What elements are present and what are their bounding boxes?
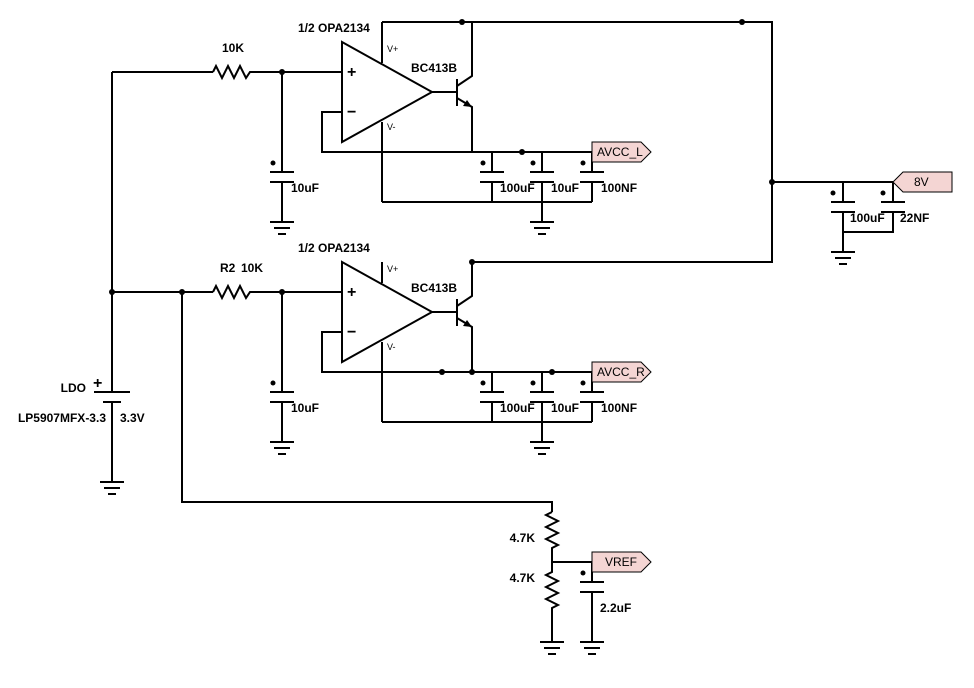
ground-symbol	[530, 441, 554, 455]
polarity-dot	[830, 190, 836, 196]
out-cap-bottom-1-value: 100uF	[500, 401, 535, 415]
polarity-dot	[580, 160, 586, 166]
filter-cap-bottom-value: 10uF	[291, 401, 319, 415]
caps-8v-wires	[842, 182, 894, 252]
junction-dot	[469, 369, 475, 375]
ground-symbol	[270, 221, 294, 235]
polarity-dot	[530, 380, 536, 386]
polarity-dot	[480, 160, 486, 166]
polarity-dot	[880, 190, 886, 196]
out-cap-bottom-2-value: 10uF	[551, 401, 579, 415]
resistor-top-value: 10K	[222, 41, 244, 55]
out-cap-top-3-value: 100NF	[601, 181, 637, 195]
ground-symbol	[831, 251, 855, 265]
out-cap-top-1-value: 100uF	[500, 181, 535, 195]
opamp-bottom-label: 1/2 OPA2134	[298, 241, 370, 255]
opamp-bottom	[341, 260, 435, 364]
ground-symbol	[530, 221, 554, 235]
resistor-div-top-value: 4.7K	[510, 531, 536, 545]
vref-cap-value: 2.2uF	[600, 601, 631, 615]
resistor-div-bottom	[543, 562, 561, 642]
ldo-part-label: LP5907MFX-3.3	[18, 411, 106, 425]
transistor-top-label: BC413B	[411, 61, 457, 75]
polarity-dot	[530, 160, 536, 166]
left-rail-wire	[111, 71, 213, 392]
net-tag-avcc-r	[591, 361, 652, 383]
polarity-dot	[270, 160, 276, 166]
net-tag-8v	[892, 171, 953, 193]
junction-dot	[439, 369, 445, 375]
ground-symbol	[270, 441, 294, 455]
junction-dot	[519, 149, 525, 155]
ground-symbol	[540, 641, 564, 655]
ground-symbol	[580, 641, 604, 655]
polarity-dot	[480, 380, 486, 386]
transistor-top-collector	[456, 22, 473, 87]
transistor-top-arrow	[463, 100, 472, 107]
resistor-top	[212, 63, 342, 81]
opamp-top-plus: +	[347, 64, 356, 81]
ldo-name-label: LDO	[61, 381, 86, 395]
polarity-dot	[580, 380, 586, 386]
opamp-top-minus: −	[347, 104, 356, 121]
opamp-top-vplus: V+	[387, 44, 398, 54]
opamp-top	[341, 40, 435, 144]
net-tag-avcc-l-label: AVCC_L	[597, 145, 643, 159]
transistor-bottom-collector	[456, 262, 473, 307]
opamp-bottom-plus: +	[347, 284, 356, 301]
resistor-bottom-ref: R2	[220, 261, 236, 275]
channel-top: 10K 10uF + − 1/2 OPA2134 V+ V- BC413B	[212, 21, 652, 235]
resistor-bottom	[212, 283, 342, 301]
net-tag-vref-label: VREF	[605, 555, 637, 569]
cap-8v-2-value: 22NF	[900, 211, 929, 225]
opamp-top-label: 1/2 OPA2134	[298, 21, 370, 35]
polarity-dot	[270, 380, 276, 386]
transistor-bottom-label: BC413B	[411, 281, 457, 295]
filter-cap-top-value: 10uF	[291, 181, 319, 195]
resistor-div-bottom-value: 4.7K	[510, 571, 536, 585]
supply-8v-section: 100uF 22NF 8V	[382, 19, 953, 276]
net-tag-8v-label: 8V	[914, 175, 929, 189]
feedback-bottom-wire	[321, 331, 472, 373]
opamp-top-vminus: V-	[387, 122, 396, 132]
junction-dot	[459, 19, 465, 25]
resistor-bottom-value: 10K	[241, 261, 263, 275]
junction-dot	[109, 289, 115, 295]
net-tag-avcc-l	[591, 141, 652, 163]
net-tag-avcc-r-label: AVCC_R	[597, 365, 645, 379]
ldo-plus-sign: +	[93, 375, 102, 392]
vref-section: 4.7K 4.7K 2.2uF VREF	[181, 292, 652, 655]
resistor-div-top	[543, 511, 561, 562]
ldo-voltage-label: 3.3V	[120, 411, 145, 425]
opamp-bottom-minus: −	[347, 324, 356, 341]
feedback-top-wire	[321, 111, 472, 153]
junction-dot	[549, 369, 555, 375]
net-tag-vref	[591, 551, 652, 573]
opamp-bottom-vplus: V+	[387, 264, 398, 274]
transistor-bottom-arrow	[463, 320, 472, 327]
out-cap-bottom-3-value: 100NF	[601, 401, 637, 415]
vref-wire	[552, 561, 593, 642]
channel-bottom: R2 10K 10uF + − 1/2 OPA2134 V+ V- BC413B	[179, 241, 652, 455]
ground-symbol	[100, 481, 124, 495]
polarity-dot	[580, 570, 586, 576]
cap-8v-1-value: 100uF	[850, 211, 885, 225]
out-cap-top-2-value: 10uF	[551, 181, 579, 195]
ldo-section: + LDO LP5907MFX-3.3 3.3V	[18, 71, 213, 495]
junction-dot	[739, 19, 745, 25]
vref-feed-wire	[181, 292, 553, 512]
opamp-bottom-vminus: V-	[387, 342, 396, 352]
